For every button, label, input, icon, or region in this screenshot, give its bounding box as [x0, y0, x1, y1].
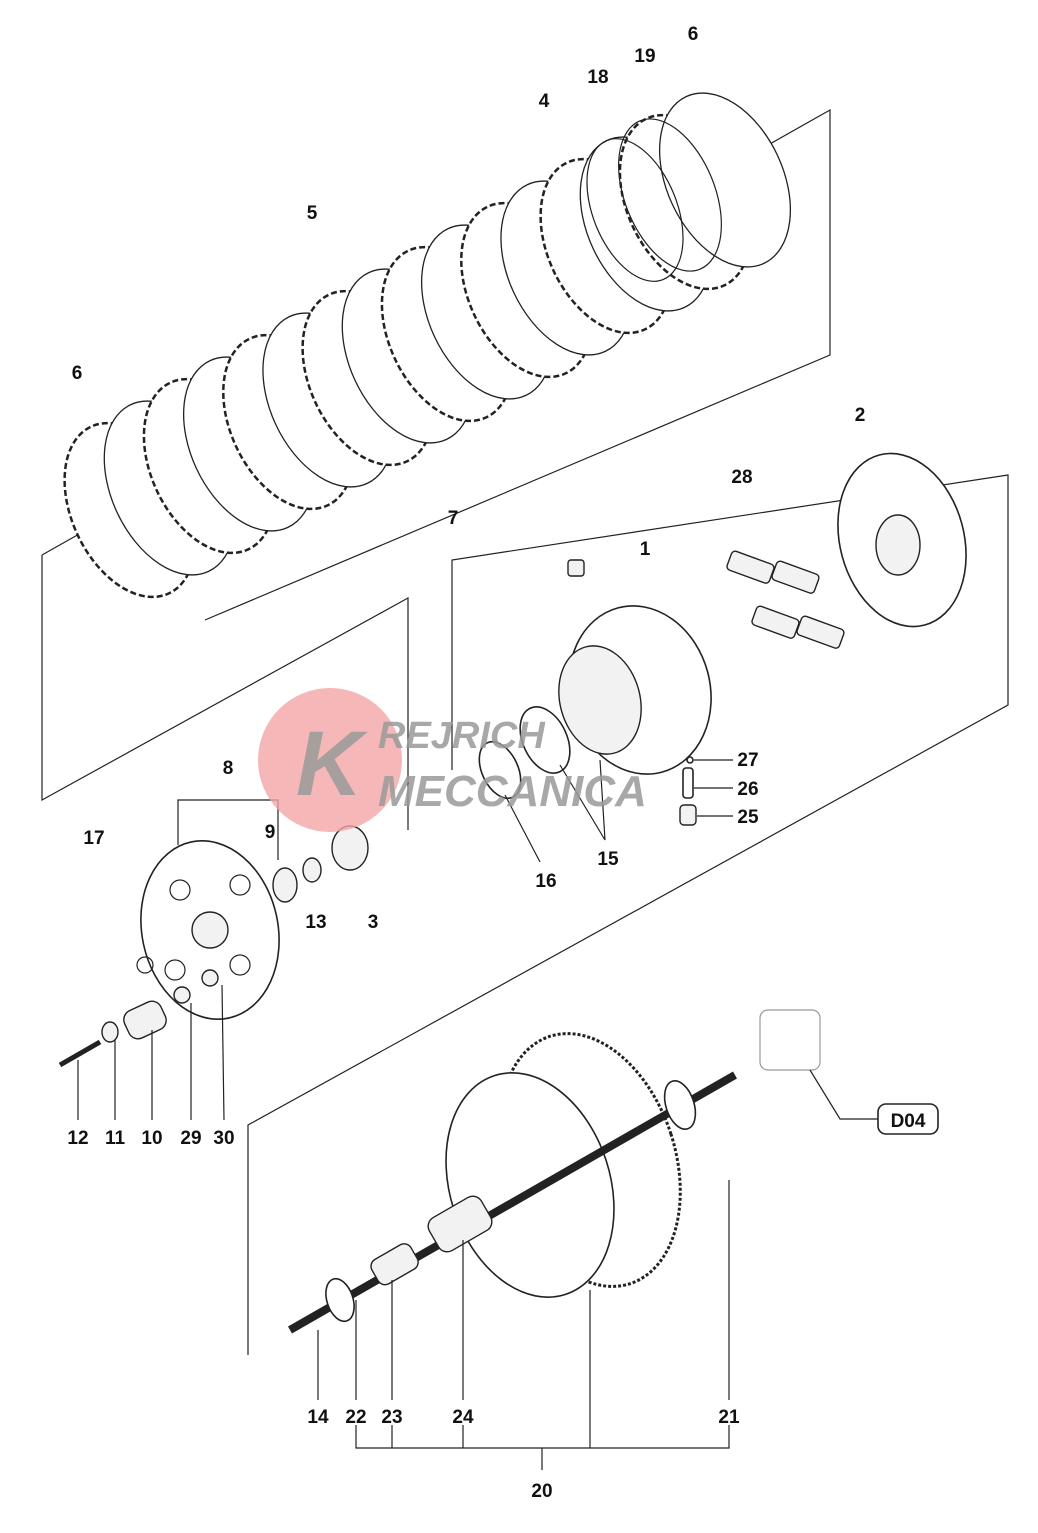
callout-4: 4 [539, 91, 550, 112]
callout-7: 7 [448, 508, 459, 529]
callout-18: 18 [587, 67, 608, 88]
callout-5: 5 [307, 203, 318, 224]
bolt-12 [58, 1039, 102, 1068]
callout-26: 26 [737, 779, 758, 800]
callout-16: 16 [535, 871, 556, 892]
part-27 [686, 756, 694, 764]
callout-6-left: 6 [72, 363, 83, 384]
steel-plate [658, 92, 792, 268]
callout-30: 30 [213, 1128, 234, 1149]
watermark-top: REJRICH [378, 715, 546, 757]
callout-3: 3 [368, 912, 379, 933]
callout-19: 19 [634, 46, 655, 67]
watermark-initial: K [296, 713, 369, 815]
watermark-bottom: MECCANICA [378, 767, 647, 816]
ring-18 [586, 138, 684, 282]
callout-8: 8 [223, 758, 234, 779]
callout-20: 20 [531, 1481, 552, 1502]
reference-part-d04 [759, 1009, 821, 1071]
callout-1: 1 [640, 539, 651, 560]
callout-23: 23 [381, 1407, 402, 1428]
pressure-plate-hub [875, 514, 921, 576]
callout-29: 29 [180, 1128, 201, 1149]
group-frame-hub [247, 474, 1009, 1355]
callout-9: 9 [265, 822, 276, 843]
callout-14: 14 [307, 1407, 329, 1428]
part-29 [173, 986, 191, 1004]
callout-12: 12 [67, 1128, 88, 1149]
spacer-13 [302, 857, 322, 883]
bracket-20 [355, 1425, 730, 1449]
callout-22: 22 [345, 1407, 366, 1428]
washer-22 [325, 1277, 355, 1323]
ring-19 [618, 118, 722, 272]
clutch-plate-stack [63, 92, 792, 599]
spring-10 [123, 1000, 167, 1040]
callout-28: 28 [731, 467, 752, 488]
callout-13: 13 [305, 912, 326, 933]
spring-posts-28 [726, 550, 845, 649]
clutch-hub-face [558, 645, 642, 755]
bushing-24 [427, 1195, 493, 1253]
washer-11 [101, 1021, 119, 1043]
callout-17: 17 [83, 828, 104, 849]
pin [567, 559, 585, 577]
reference-box-label[interactable]: D04 [891, 1111, 926, 1132]
callout-2: 2 [855, 405, 866, 426]
callout-6-top: 6 [688, 24, 699, 45]
cover-center [191, 911, 229, 949]
part-26 [682, 767, 694, 799]
callout-labels: 6 19 18 4 5 6 7 2 28 1 27 26 25 15 16 8 … [67, 24, 865, 1502]
callout-24: 24 [452, 1407, 474, 1428]
circlip-17 [136, 956, 154, 974]
callout-11: 11 [105, 1128, 126, 1149]
shaft-14 [288, 1071, 737, 1334]
washer-16 [478, 740, 522, 800]
group-frame-plates [41, 555, 409, 830]
reference-box [877, 1103, 939, 1135]
watermark-logo: K REJRICH MECCANICA [258, 688, 647, 832]
washer-21 [663, 1080, 697, 1130]
callout-27: 27 [737, 750, 758, 771]
leader [504, 794, 541, 863]
callout-25: 25 [737, 807, 759, 828]
bearing-9 [272, 867, 298, 903]
callout-10: 10 [141, 1128, 162, 1149]
washer-15 [519, 706, 571, 774]
bushing-23 [370, 1243, 419, 1286]
part-30 [201, 969, 219, 987]
bracket-8 [177, 799, 279, 860]
nut-3 [331, 825, 369, 871]
leader [559, 759, 606, 841]
callout-21: 21 [718, 1407, 740, 1428]
callout-15: 15 [597, 849, 619, 870]
part-25 [679, 804, 697, 826]
